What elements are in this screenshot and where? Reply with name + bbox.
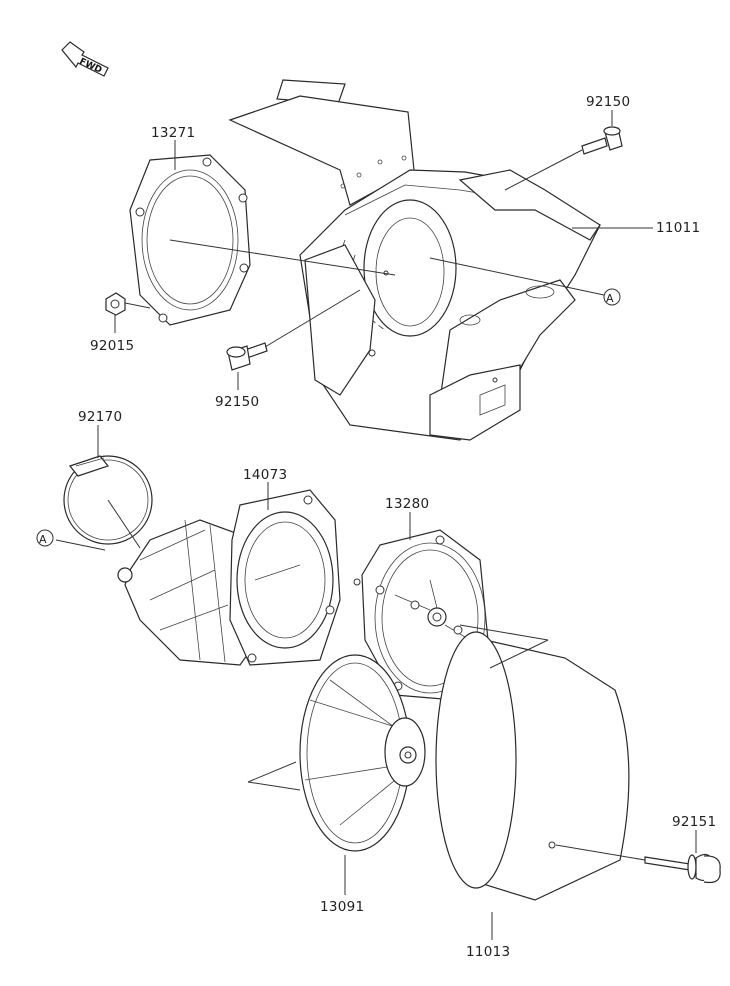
wing-bolt-92151 xyxy=(644,853,721,884)
air-box-housing xyxy=(228,79,601,441)
reference-mark-a-upper: A xyxy=(603,288,621,306)
part-number-92170: 92170 xyxy=(78,409,122,425)
fwd-arrow-icon: FWD xyxy=(61,41,109,77)
part-number-13280: 13280 xyxy=(385,496,429,512)
filter-frame-13091 xyxy=(299,654,426,852)
reference-mark-a-lower: A xyxy=(36,529,54,547)
intake-duct-14073 xyxy=(117,489,341,666)
bolt-92150-bottom xyxy=(226,342,268,371)
part-number-13091: 13091 xyxy=(320,899,364,915)
leader-lines xyxy=(55,110,697,940)
part-number-14073: 14073 xyxy=(243,467,287,483)
part-number-11013: 11013 xyxy=(466,944,510,960)
svg-text:A: A xyxy=(39,533,47,546)
part-number-13271: 13271 xyxy=(151,125,195,141)
filter-element-11013 xyxy=(435,631,630,901)
nut-92015 xyxy=(105,292,126,316)
part-number-92015: 92015 xyxy=(90,338,134,354)
part-number-11011: 11011 xyxy=(656,220,700,236)
gasket-13271 xyxy=(129,154,251,326)
part-number-92150-top: 92150 xyxy=(586,94,630,110)
bolt-92150-top xyxy=(581,126,623,155)
part-number-92150-bottom: 92150 xyxy=(215,394,259,410)
svg-text:A: A xyxy=(606,292,614,305)
part-number-92151: 92151 xyxy=(672,814,716,830)
